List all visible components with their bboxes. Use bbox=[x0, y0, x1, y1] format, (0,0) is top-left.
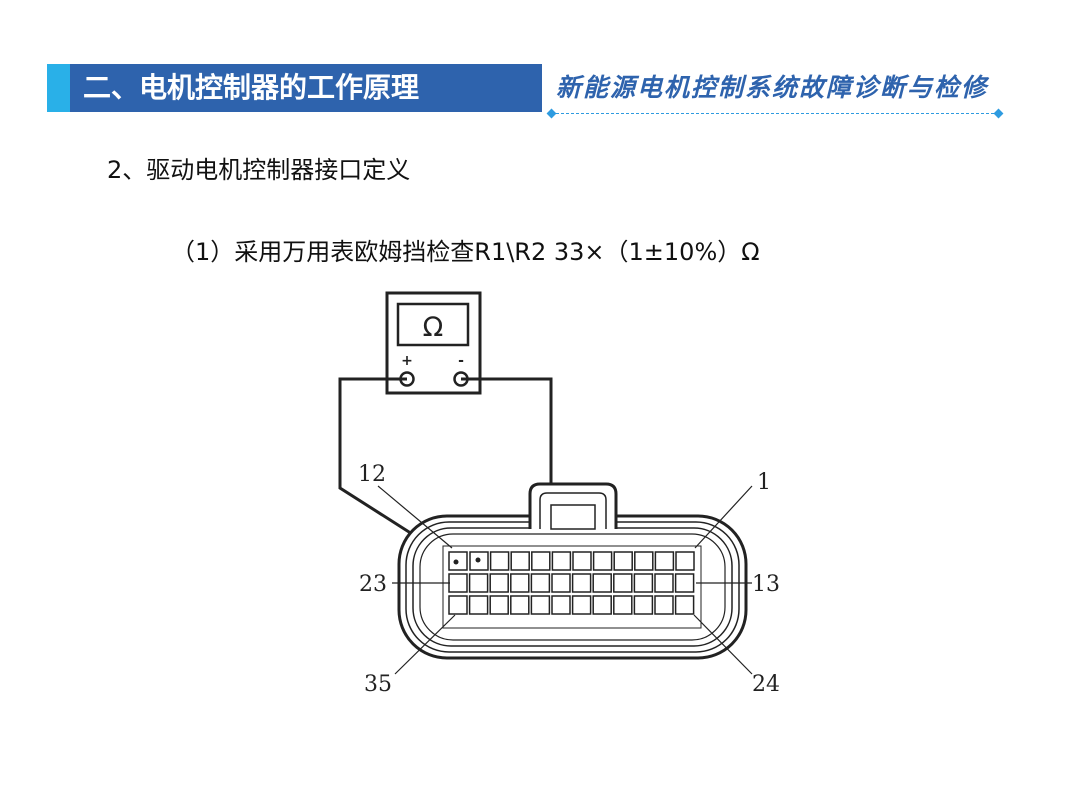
connector-pin bbox=[571, 573, 592, 593]
connector-pin bbox=[613, 573, 633, 593]
connector-pin bbox=[489, 573, 509, 593]
section-header-title: 二、电机控制器的工作原理 bbox=[83, 71, 420, 104]
connector-pin bbox=[592, 573, 612, 593]
connector-pin bbox=[530, 573, 551, 593]
connector-pin bbox=[448, 595, 468, 615]
connector-pin bbox=[613, 551, 633, 571]
connector-pin bbox=[634, 551, 654, 571]
connector-pin bbox=[448, 573, 468, 593]
connector-latch bbox=[528, 482, 618, 530]
ohm-icon: Ω bbox=[423, 312, 444, 343]
connector-pin bbox=[510, 595, 530, 615]
connector-pin bbox=[633, 595, 654, 615]
plus-label: + bbox=[401, 353, 413, 369]
connector-pin bbox=[592, 551, 613, 571]
connector-pin bbox=[531, 551, 551, 571]
content-heading: 2、驱动电机控制器接口定义 bbox=[107, 156, 411, 184]
pin-label-23: 23 bbox=[359, 572, 387, 597]
connector-pin bbox=[489, 551, 510, 571]
connector-pin bbox=[674, 595, 695, 615]
connector-pin bbox=[654, 551, 675, 571]
negative-probe-tip bbox=[475, 557, 481, 563]
connector-pin bbox=[613, 595, 633, 615]
multimeter-display bbox=[396, 302, 470, 347]
pin-label-24: 24 bbox=[752, 672, 780, 697]
connector-pin bbox=[571, 595, 592, 615]
course-title: 新能源电机控制系统故障诊断与检修 bbox=[556, 73, 989, 102]
connector-pin bbox=[654, 595, 674, 615]
connector-pin bbox=[510, 551, 530, 571]
pin-label-12: 12 bbox=[358, 462, 386, 487]
pin-label-35: 35 bbox=[364, 672, 392, 697]
pin-label-1: 1 bbox=[757, 470, 771, 495]
connector-pin bbox=[551, 595, 571, 615]
connector-pin bbox=[654, 573, 674, 593]
connector-pin bbox=[468, 595, 489, 615]
multimeter: Ω + - bbox=[385, 291, 482, 395]
header-bar bbox=[70, 64, 542, 112]
pin-callouts: 12 1 23 13 35 24 bbox=[358, 462, 780, 697]
connector-pin bbox=[468, 573, 489, 593]
connector-pin bbox=[572, 551, 592, 571]
connector-pin bbox=[530, 595, 551, 615]
connector-pin bbox=[551, 573, 571, 593]
positive-test-lead bbox=[338, 377, 457, 564]
connector-pins bbox=[448, 551, 695, 615]
minus-label: - bbox=[458, 353, 464, 369]
connector-pin bbox=[489, 595, 509, 615]
connector-pin bbox=[551, 551, 572, 571]
connector-pin bbox=[675, 551, 695, 571]
connector-pin bbox=[510, 573, 530, 593]
connector-pin bbox=[592, 595, 612, 615]
positive-probe-tip bbox=[453, 559, 459, 565]
header-dashed-divider bbox=[551, 113, 999, 114]
pin-label-13: 13 bbox=[752, 572, 780, 597]
step-instruction: （1）采用万用表欧姆挡检查R1\R2 33×（1±10%）Ω bbox=[171, 238, 760, 266]
connector-pin bbox=[674, 573, 695, 593]
connector-pin bbox=[633, 573, 654, 593]
header-accent-bar bbox=[47, 64, 70, 112]
